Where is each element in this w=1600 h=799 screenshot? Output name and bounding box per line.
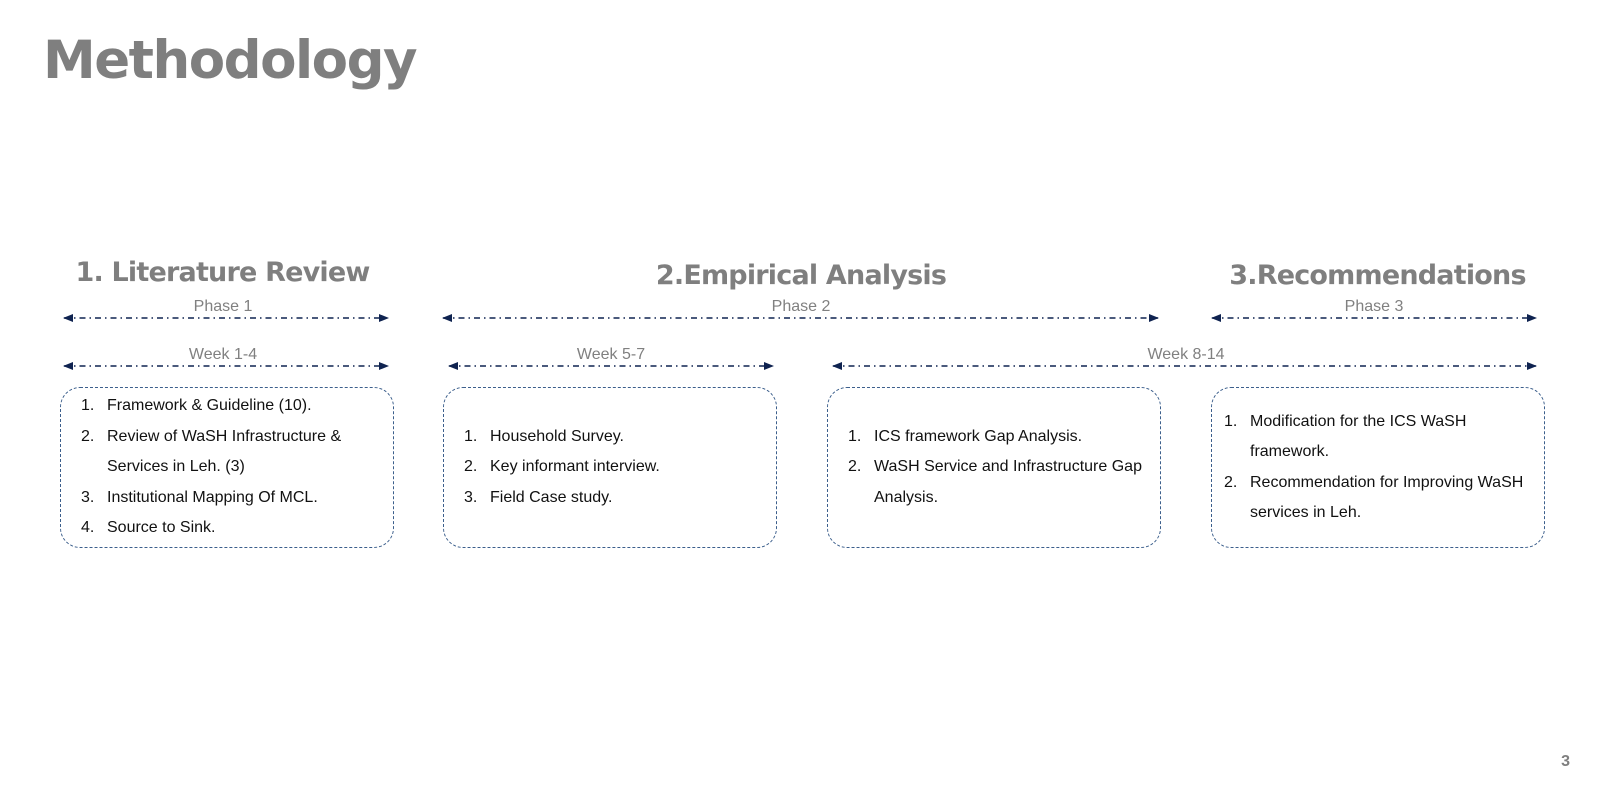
list-item: 2.Key informant interview.	[464, 458, 660, 476]
phase-label-1: Phase 1	[193, 298, 253, 315]
phase-label-2: Phase 2	[771, 298, 831, 315]
phase-label-3: Phase 3	[1344, 298, 1404, 315]
recommendations-list: 1.Modification for the ICS WaSH framewor…	[1224, 407, 1530, 529]
literature-review-list: 1.Framework & Guideline (10). 2.Review o…	[81, 391, 379, 544]
week-label-1-4: Week 1-4	[188, 346, 258, 363]
list-item: 1.Household Survey.	[464, 427, 624, 445]
list-item: 3.Institutional Mapping Of MCL.	[81, 488, 318, 506]
list-item: 2.Review of WaSH Infrastructure & Servic…	[81, 427, 342, 476]
week-label-5-7: Week 5-7	[576, 346, 646, 363]
recommendations-box: 1.Modification for the ICS WaSH framewor…	[1211, 387, 1545, 548]
list-item: 3.Field Case study.	[464, 488, 613, 506]
phase-heading-recommendations: 3.Recommendations	[1229, 260, 1526, 291]
literature-review-box: 1.Framework & Guideline (10). 2.Review o…	[60, 387, 394, 548]
phase-heading-literature-review: 1. Literature Review	[75, 257, 370, 288]
list-item: 1.Modification for the ICS WaSH framewor…	[1224, 412, 1467, 461]
page-number: 3	[1561, 753, 1570, 770]
list-item: 2.WaSH Service and Infrastructure Gap An…	[848, 458, 1142, 506]
gap-analysis-box: 1.ICS framework Gap Analysis. 2.WaSH Ser…	[827, 387, 1161, 548]
data-collection-box: 1.Household Survey. 2.Key informant inte…	[443, 387, 777, 548]
week-label-8-14: Week 8-14	[1147, 346, 1225, 363]
phase-heading-empirical-analysis: 2.Empirical Analysis	[655, 260, 947, 291]
data-collection-list: 1.Household Survey. 2.Key informant inte…	[464, 422, 762, 514]
gap-analysis-list: 1.ICS framework Gap Analysis. 2.WaSH Ser…	[848, 422, 1146, 514]
slide-title: Methodology	[43, 30, 418, 91]
list-item: 4.Source to Sink.	[81, 519, 216, 537]
list-item: 2.Recommendation for Improving WaSH serv…	[1224, 473, 1524, 522]
list-item: 1.Framework & Guideline (10).	[81, 397, 312, 415]
list-item: 1.ICS framework Gap Analysis.	[848, 427, 1083, 445]
